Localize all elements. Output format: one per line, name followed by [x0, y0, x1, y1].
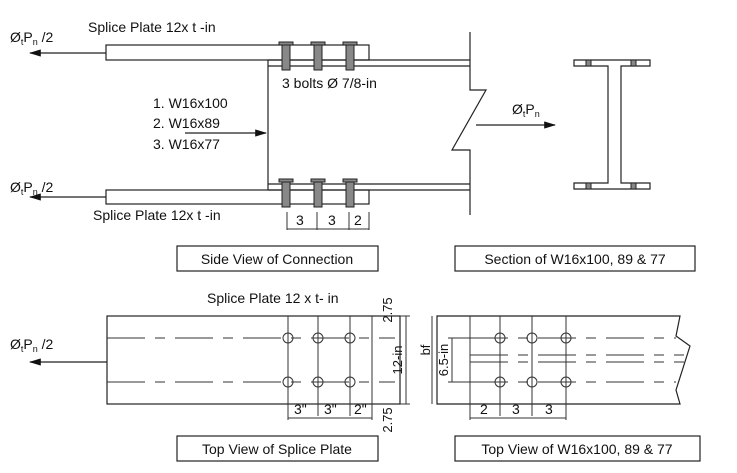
beam-spacing-3: 3 — [545, 401, 553, 417]
spacing-2: 3 — [328, 212, 336, 228]
caption-section: Section of W16x100, 89 & 77 — [484, 251, 666, 267]
beam-bolt-holes — [494, 332, 572, 388]
bolts-bottom — [278, 178, 358, 208]
splice-plate-outline — [106, 315, 401, 405]
bolts-top — [278, 41, 358, 71]
bolt-hole-mark — [585, 182, 592, 190]
bf-label: bf — [418, 344, 433, 355]
section-item-3: 3. W16x77 — [153, 136, 220, 152]
bolt-hole-mark — [585, 59, 592, 67]
i-beam-section — [573, 59, 651, 190]
caption-box-side-view — [176, 245, 379, 272]
beam-dimensions — [431, 316, 470, 404]
bolt-gridlines — [469, 316, 567, 420]
section-item-2: 2. W16x89 — [153, 115, 220, 131]
width-dimension — [380, 315, 410, 405]
force-label-right: ØtPn — [512, 101, 540, 119]
caption-side-view: Side View of Connection — [201, 251, 353, 267]
bolt-spacing-dimension: 3 3 2 — [286, 212, 370, 230]
force-label-plate: ØtPn /2 — [10, 336, 54, 354]
caption-beam: Top View of W16x100, 89 & 77 — [481, 441, 672, 457]
caption-box-beam — [454, 435, 701, 462]
side-view: ØtPn /2 Splice Plate 12x t -in 3 bolts Ø… — [10, 19, 488, 272]
spacing-3: 2 — [354, 212, 362, 228]
bolt-hole-mark — [630, 182, 637, 190]
beam-flange-outline — [436, 315, 691, 405]
bottom-splice-plate — [105, 189, 370, 205]
caption-box-plate — [176, 435, 379, 462]
plate-top-view: Splice Plate 12 x t- in 2.75 ØtPn /2 12-… — [10, 290, 410, 462]
caption-box-section — [454, 245, 696, 272]
plate-title: Splice Plate 12 x t- in — [207, 290, 339, 306]
beam-top-view: bf 6.5-in 2 3 3 Top View of W16x100, 89 … — [418, 315, 701, 462]
section-view: ØtPn Section of W16x100, 89 & 77 — [454, 59, 696, 272]
plate-bolt-holes — [282, 332, 356, 388]
beam-spacing-1: 2 — [480, 401, 488, 417]
plate-spacing-3: 2" — [354, 401, 367, 417]
top-plate-label: Splice Plate 12x t -in — [88, 19, 216, 35]
force-label-top: ØtPn /2 — [10, 29, 54, 47]
bottom-plate-label: Splice Plate 12x t -in — [93, 207, 221, 223]
spacing-1: 3 — [296, 212, 304, 228]
column-break-line — [450, 32, 488, 215]
gauge-label: 6.5-in — [436, 344, 451, 377]
plate-width-label: 12-in — [390, 346, 405, 375]
caption-plate: Top View of Splice Plate — [202, 441, 352, 457]
beam-spacing-2: 3 — [512, 401, 520, 417]
edge-bottom-dim: 2.75 — [380, 407, 395, 432]
section-item-1: 1. W16x100 — [153, 95, 228, 111]
bolt-hole-mark — [630, 59, 637, 67]
top-splice-plate — [105, 44, 370, 61]
force-label-bottom: ØtPn /2 — [10, 179, 54, 197]
bolt-gridlines — [287, 316, 373, 420]
plate-spacing-1: 3" — [294, 401, 307, 417]
bolts-label: 3 bolts Ø 7/8-in — [282, 75, 377, 91]
plate-spacing-2: 3" — [324, 401, 337, 417]
edge-top-dim: 2.75 — [380, 297, 395, 322]
